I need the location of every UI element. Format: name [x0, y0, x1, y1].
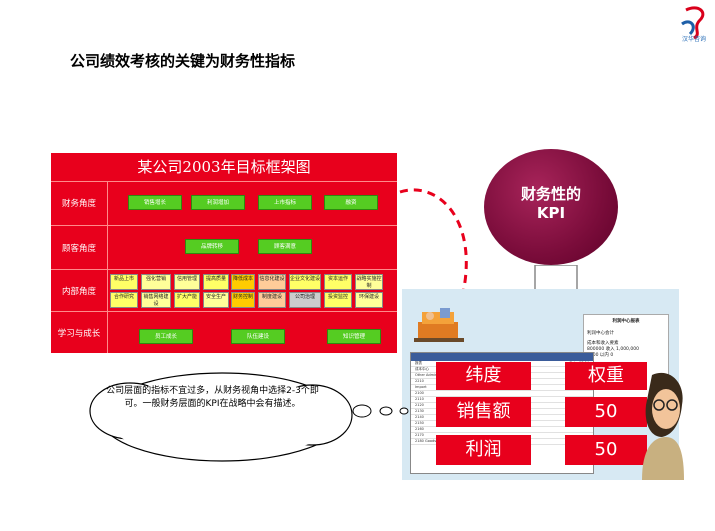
kpi-header-weight: 权重	[565, 362, 647, 390]
spreadsheet-header	[411, 353, 593, 361]
row-label: 学习与成长	[51, 312, 108, 353]
goal-box: 品牌转移	[185, 239, 239, 254]
process-box: 信用管理	[174, 274, 200, 290]
kpi-row-weight: 50	[565, 435, 647, 465]
process-box: 扩大产能	[174, 292, 200, 308]
kpi-row-name: 利润	[436, 435, 531, 465]
spreadsheet-cell: 报表	[415, 361, 422, 365]
goal-box: 顾客满意	[258, 239, 312, 254]
report-line: 800000 收入 1,000,000	[587, 347, 639, 352]
person-with-glasses-icon	[642, 372, 684, 480]
financial-kpi-bubble: 财务性的 KPI	[484, 149, 618, 265]
spreadsheet-row: 2100	[411, 391, 593, 397]
report-line: 8000 以内 0	[587, 353, 614, 358]
goal-box: 知识管理	[327, 329, 381, 344]
kpi-row-weight: 50	[565, 397, 647, 427]
logo-text: 汉华咨询	[682, 36, 707, 43]
row-label: 顾客角度	[51, 226, 108, 269]
process-box: 安全生产	[203, 292, 229, 308]
office-icon	[414, 308, 464, 342]
report-title: 利润中心报表	[612, 319, 640, 324]
process-box: 公司治理	[289, 292, 321, 308]
process-box: 资本运作	[324, 274, 352, 290]
spreadsheet-row: 2160	[411, 427, 593, 433]
process-box: 销售网络建设	[141, 292, 171, 308]
process-box: 降低成本	[231, 274, 255, 290]
process-box: 强化营销	[141, 274, 171, 290]
row-label: 内部角度	[51, 270, 108, 311]
row-label: 财务角度	[51, 181, 108, 225]
process-box: 合作研究	[110, 292, 138, 308]
kpi-line2: KPI	[536, 204, 566, 222]
process-box: 投资监控	[324, 292, 352, 308]
goal-box: 融资	[324, 195, 378, 210]
callout-text: 公司层面的指标不宜过多，从财务视角中选择2-3个即可。一般财务层面的KPI在战略…	[106, 386, 319, 409]
framework-title: 某公司2003年目标框架图	[51, 153, 397, 182]
process-box: 制度建设	[258, 292, 286, 308]
process-box: 提高质量	[203, 274, 229, 290]
row-customer: 顾客角度 品牌转移 顾客满意	[51, 226, 397, 270]
row-financial: 财务角度 销售增长 利润增加 上市指标 融资	[51, 181, 397, 226]
row-learning-growth: 学习与成长 员工成长 队伍建设 知识管理	[51, 312, 397, 353]
goal-box: 员工成长	[139, 329, 193, 344]
kpi-row-name: 销售额	[436, 397, 531, 427]
row-internal: 内部角度 新品上市 强化营销 信用管理 提高质量 降低成本 信息化建设 企业文化…	[51, 270, 397, 312]
target-framework-panel: 某公司2003年目标框架图 财务角度 销售增长 利润增加 上市指标 融资 顾客角…	[51, 153, 397, 353]
kpi-line1: 财务性的	[520, 185, 581, 203]
page-title: 公司绩效考核的关键为财务性指标	[70, 52, 296, 70]
process-box: 环保建设	[355, 292, 383, 308]
goal-box: 利润增加	[191, 195, 245, 210]
goal-box: 上市指标	[258, 195, 312, 210]
process-box: 信息化建设	[258, 274, 286, 290]
goal-box: 队伍建设	[231, 329, 285, 344]
goal-box: 销售增长	[128, 195, 182, 210]
spreadsheet-row: Import	[411, 385, 593, 391]
process-box: 新品上市	[110, 274, 138, 290]
kpi-header-dimension: 纬度	[436, 362, 531, 390]
process-box: 财务控制	[231, 292, 255, 308]
report-line: 成本和收入要素	[587, 341, 619, 346]
process-box: 战略实施控制	[355, 274, 383, 290]
company-logo	[681, 6, 705, 40]
report-line: 利润中心会计	[587, 331, 614, 336]
process-box: 企业文化建设	[289, 274, 321, 290]
thought-cloud	[89, 372, 409, 462]
